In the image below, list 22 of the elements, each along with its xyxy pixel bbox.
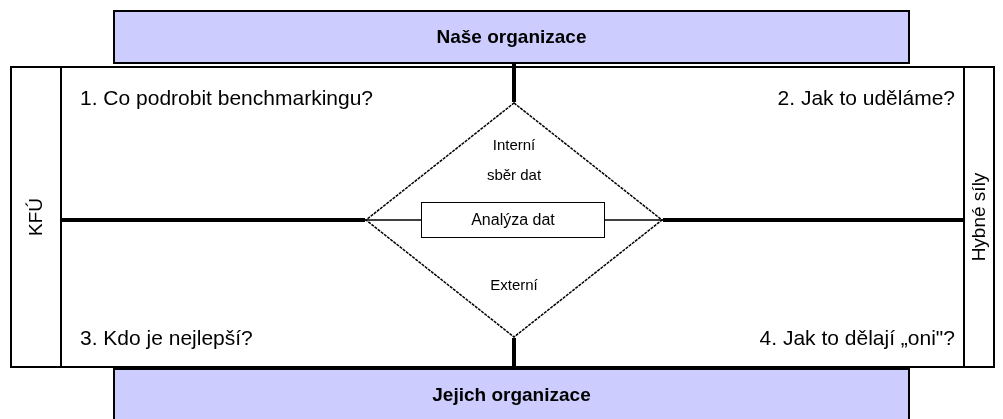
quadrant-label: 3. Kdo je nejlepší? <box>80 326 253 350</box>
header-bar <box>113 10 910 64</box>
side-label: Hybné síly <box>968 172 990 262</box>
process-box <box>421 202 605 238</box>
connector-line <box>62 218 365 222</box>
side-column <box>10 66 62 368</box>
quadrant-label: 1. Co podrobit benchmarkingu? <box>80 86 373 110</box>
box-label: Analýza dat <box>471 211 555 229</box>
connector-line <box>604 219 664 221</box>
footer-bar <box>113 368 910 419</box>
bar-title: Jejich organizace <box>432 383 591 406</box>
bar-title: Naše organizace <box>436 26 587 48</box>
connector-line <box>663 218 963 222</box>
connector-line <box>364 219 422 221</box>
connector-line <box>512 338 516 368</box>
diamond-label: Externí <box>489 275 539 295</box>
quadrant-label: 4. Jak to dělají „oni"? <box>759 326 955 350</box>
connector-line <box>512 64 516 102</box>
side-column <box>963 66 995 368</box>
side-label: KFÚ <box>25 198 47 236</box>
diamond-label: Interní sběr dat <box>485 135 543 185</box>
quadrant-label: 2. Jak to uděláme? <box>777 86 955 110</box>
